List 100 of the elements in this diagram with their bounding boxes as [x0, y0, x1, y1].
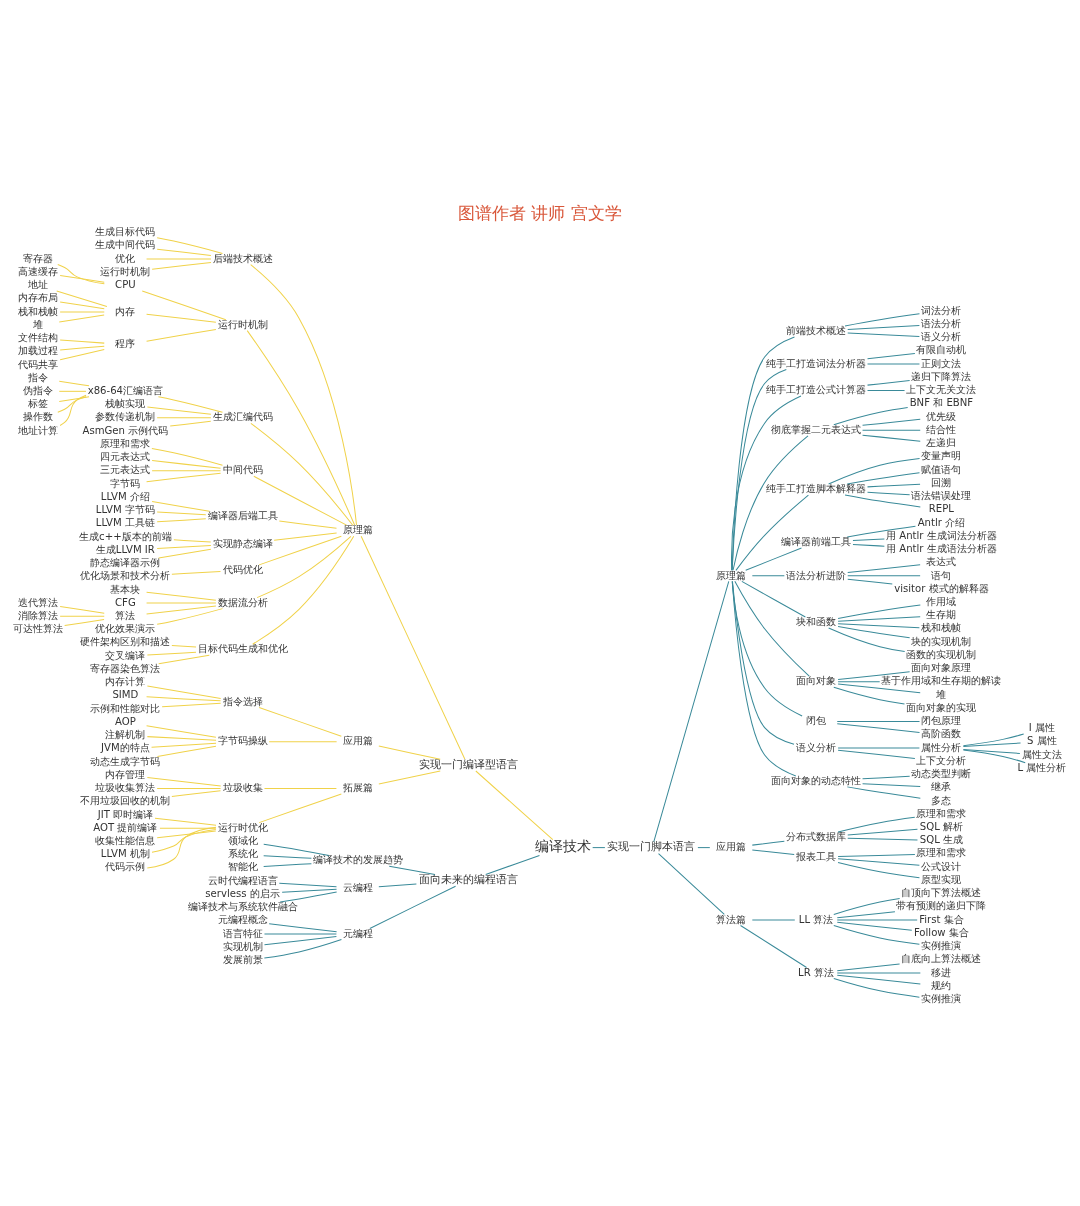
connector: [146, 826, 217, 868]
connector: [59, 394, 87, 426]
connector: [475, 770, 554, 840]
node-text: LLVM 介绍: [100, 490, 150, 502]
connector: [697, 846, 711, 848]
connector: [171, 570, 221, 575]
node-text: 作用域: [926, 595, 957, 607]
connector: [836, 910, 896, 918]
node-text: 实现静态编译: [212, 537, 273, 549]
node-text: 文件结构: [18, 331, 59, 343]
node-text: 基本块: [110, 583, 141, 595]
connector: [741, 580, 806, 618]
connector: [867, 352, 916, 359]
connector: [146, 313, 217, 323]
node-text: AOP: [114, 715, 136, 727]
connector: [751, 574, 785, 576]
connector: [146, 685, 222, 699]
node-text: 生成中间代码: [95, 238, 156, 250]
node-text: 加载过程: [18, 344, 59, 356]
connector: [731, 335, 795, 571]
node-text: 语法分析: [921, 317, 962, 329]
connector: [156, 511, 207, 515]
node-text: 实例推演: [921, 939, 962, 951]
diagram-title: 图谱作者 讲师 宫文学: [458, 202, 622, 223]
node-text: 不用垃圾回收的机制: [80, 794, 171, 806]
node-text: 优化效果演示: [95, 622, 156, 634]
connector: [867, 379, 911, 386]
connector: [847, 574, 921, 576]
node-text: S 属性: [1027, 734, 1057, 746]
node-text: visitor 模式的解释器: [894, 582, 989, 594]
connector: [151, 261, 212, 270]
node-text: 应用篇: [716, 840, 747, 852]
connector: [836, 963, 901, 971]
connector: [173, 538, 212, 543]
connector: [156, 830, 217, 838]
node-text: 编译技术与系统软件融合: [187, 900, 298, 912]
node-text: 消除算法: [18, 609, 59, 621]
connector: [159, 827, 217, 829]
connector: [862, 418, 921, 426]
node-text: 回溯: [931, 476, 952, 488]
node-text: 前端技术概述: [786, 324, 847, 336]
node-text: 用 Antlr 生成词法分析器: [886, 529, 997, 541]
connector: [59, 615, 105, 617]
connector: [837, 670, 911, 680]
node-text: 带有预测的递归下降: [896, 899, 987, 911]
connector: [846, 471, 920, 484]
node-text: 彻底掌握二元表达式: [771, 423, 862, 435]
node-text: 基于作用域和生存期的解读: [881, 674, 1002, 686]
node-text: LLVM 字节码: [95, 503, 155, 515]
connector: [837, 615, 921, 622]
connector: [157, 395, 223, 413]
node-text: 原理和需求: [100, 437, 151, 449]
connector: [57, 263, 105, 284]
node-text: 公式设计: [921, 860, 962, 872]
connector: [156, 607, 223, 625]
connector: [828, 627, 906, 652]
node-text: 函数的实现机制: [906, 648, 977, 660]
node-text: 垃圾收集: [222, 781, 263, 793]
node-text: I 属性: [1028, 721, 1055, 733]
node-text: 原理和需求: [916, 846, 967, 858]
connector: [833, 977, 920, 998]
node-text: AOT 提前编译: [93, 821, 158, 833]
node-text: 编译器前端工具: [781, 535, 852, 547]
connector: [732, 434, 809, 571]
node-text: 动态类型判断: [911, 767, 972, 779]
connector: [169, 420, 212, 426]
node-text: 结合性: [926, 423, 957, 435]
node-text: BNF 和 EBNF: [909, 396, 974, 408]
connector: [258, 535, 342, 565]
node-text: 语言特征: [222, 927, 263, 939]
node-text: 应用篇: [342, 734, 373, 746]
connector: [862, 775, 911, 779]
node-text: 实现一门脚本语言: [607, 839, 696, 853]
connector: [847, 578, 893, 584]
node-text: 伪指令: [23, 384, 54, 396]
node-text: 上下文分析: [916, 754, 967, 766]
node-text: 动态生成字节码: [90, 755, 161, 767]
node-text: Follow 集合: [913, 926, 969, 938]
node-text: 堆: [33, 318, 44, 330]
node-text: 纯手工打造公式计算器: [766, 383, 867, 395]
node-text: 原理篇: [716, 569, 747, 581]
connector: [146, 591, 217, 601]
node-text: 实现一门编译型语言: [418, 757, 518, 771]
node-text: 寄存器染色算法: [90, 662, 161, 674]
connector: [158, 654, 210, 664]
node-text: 云时代编程语言: [207, 874, 278, 886]
node-text: 生存期: [926, 608, 957, 620]
connector: [156, 248, 212, 256]
node-text: 内存: [115, 305, 136, 317]
node-text: 语句: [931, 569, 952, 581]
node-text: 交叉编译: [105, 649, 146, 661]
node-text: 程序: [115, 337, 136, 349]
node-text: 地址计算: [18, 424, 59, 436]
node-text: 语义分析: [921, 330, 962, 342]
node-text: 编译器后端工具: [207, 509, 278, 521]
connector: [745, 546, 802, 571]
node-text: 面向对象原理: [911, 661, 972, 673]
connector: [250, 422, 354, 526]
connector: [64, 618, 105, 626]
connector: [146, 328, 217, 342]
